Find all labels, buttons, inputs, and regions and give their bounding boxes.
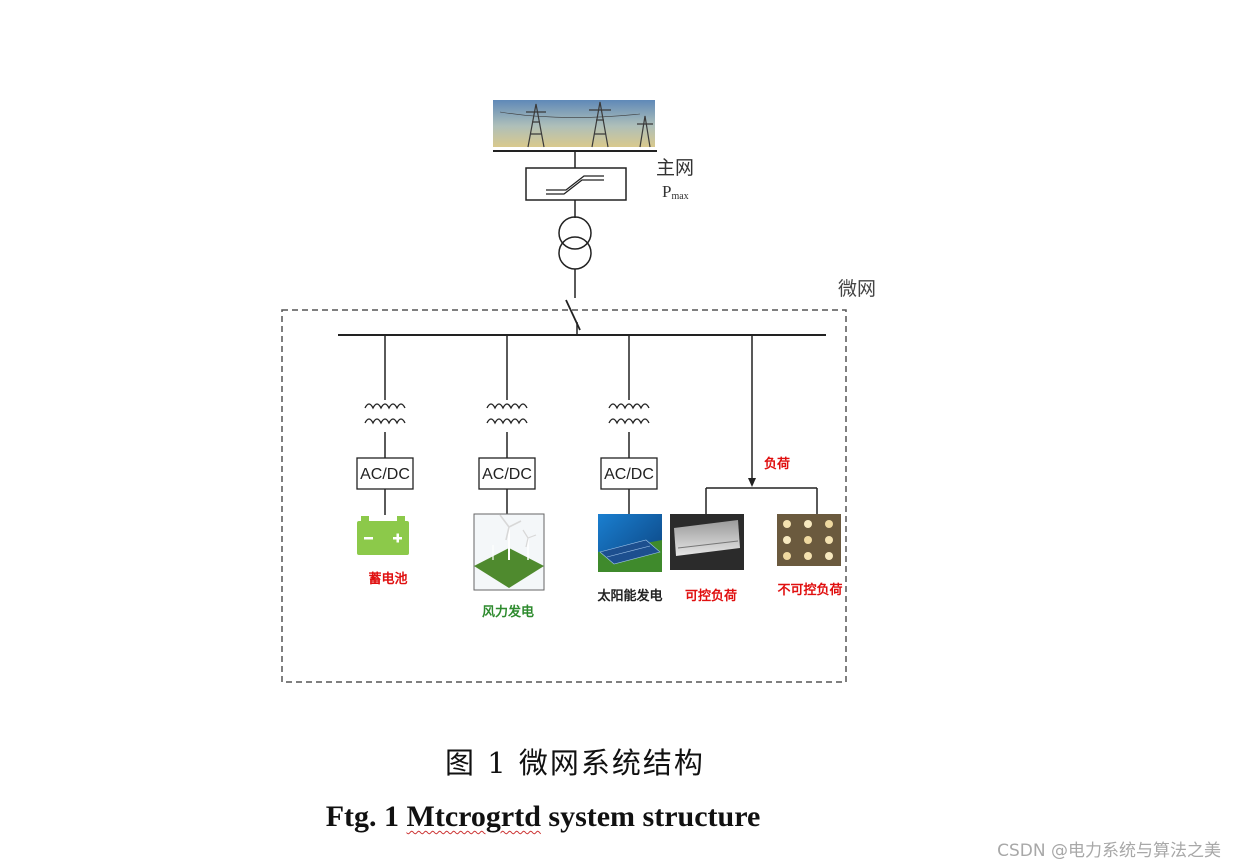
wind-label: 风力发电 (482, 604, 534, 620)
figure-caption-en: Ftg. 1 Mtcrogrtd system structure (0, 800, 1086, 834)
uncontrollable-load-label: 不可控负荷 (777, 582, 842, 598)
grid-label: 主网 (656, 157, 694, 179)
pmax-label: Pmax (662, 182, 689, 202)
air-conditioner-icon (670, 514, 744, 570)
caption-en-word: Mtcrogrtd (406, 800, 541, 833)
controllable-load-label: 可控负荷 (685, 588, 737, 604)
converter-label: AC/DC (604, 466, 654, 483)
solar-panel-icon (598, 514, 662, 572)
feeder-load (705, 335, 818, 514)
solar-label: 太阳能发电 (596, 588, 662, 604)
csdn-watermark: CSDN @电力系统与算法之美 (997, 841, 1221, 861)
lamps-icon (777, 514, 841, 566)
feeder-solar: AC/DC (600, 335, 658, 515)
breaker-symbol (525, 167, 627, 201)
power-grid-image (493, 100, 655, 148)
switch-symbol (565, 299, 581, 331)
converter-label: AC/DC (360, 466, 410, 483)
converter-label: AC/DC (482, 466, 532, 483)
battery-icon (357, 516, 409, 555)
caption-en-prefix: Ftg. 1 (325, 800, 407, 833)
figure-caption-cn: 图 1 微网系统结构 (445, 746, 705, 780)
load-label: 负荷 (764, 456, 790, 472)
battery-label: 蓄电池 (368, 571, 407, 587)
microgrid-boundary (281, 309, 847, 683)
wind-turbine-icon (473, 513, 545, 591)
feeder-battery: AC/DC (356, 335, 414, 515)
feeder-wind: AC/DC (478, 335, 536, 515)
caption-en-suffix: system structure (540, 800, 761, 833)
microgrid-label: 微网 (838, 278, 876, 300)
transformer-symbol (558, 216, 592, 270)
